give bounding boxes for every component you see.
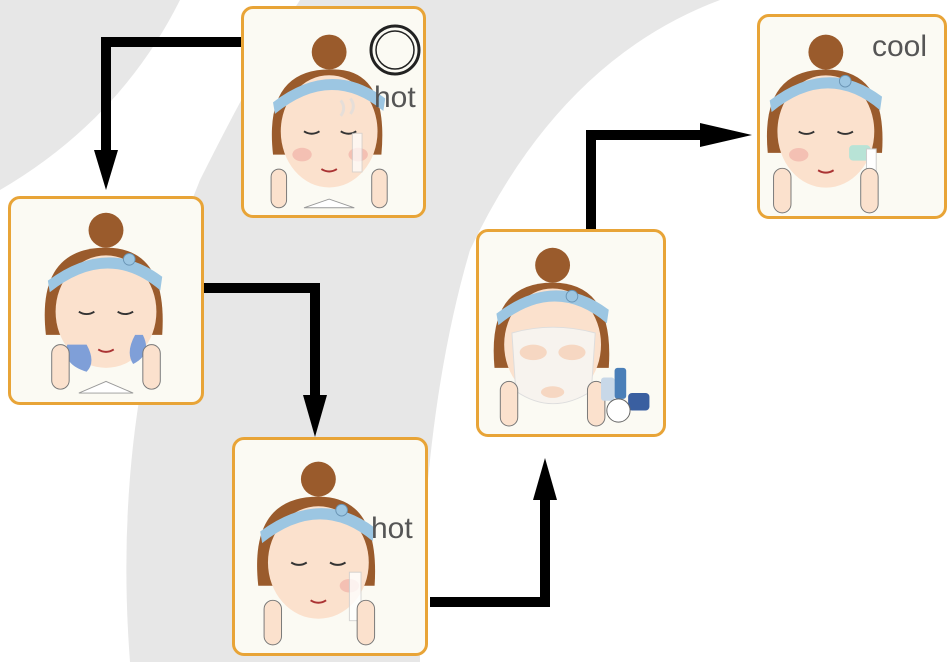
skincare-bottles-icon <box>601 368 649 422</box>
arrow-step2-to-step3 <box>203 288 327 437</box>
step-3-temperature-label: hot <box>371 514 413 544</box>
arrow-step3-to-step4 <box>430 458 557 602</box>
step-card-4 <box>476 229 666 437</box>
woman-face-illustration <box>479 232 663 434</box>
step-card-3 <box>232 437 428 656</box>
woman-face-illustration <box>11 199 201 402</box>
timer-icon <box>368 23 422 77</box>
step-5-temperature-label: cool <box>872 32 927 62</box>
woman-face-illustration <box>235 440 425 653</box>
arrow-step1-to-step2 <box>94 42 242 190</box>
face-mask-icon <box>512 327 595 404</box>
step-card-2 <box>8 196 204 405</box>
step-1-temperature-label: hot <box>374 83 416 113</box>
arrow-step4-to-step5 <box>591 123 752 233</box>
